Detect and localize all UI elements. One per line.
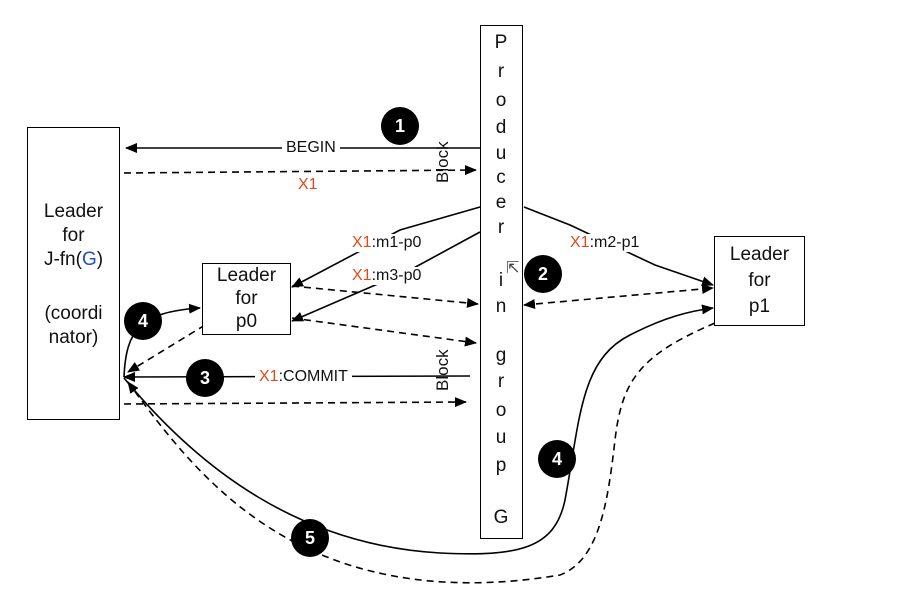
producer-letter: n (495, 296, 507, 317)
p0-to-coord-arrow (127, 324, 206, 373)
producer-letter: d (495, 117, 507, 138)
step5-arrow (127, 322, 716, 584)
leader-p1-line3: p1 (748, 296, 771, 317)
p0-to-producer-arrow-2 (291, 317, 477, 347)
step-1-badge: 1 (381, 107, 419, 145)
leader-p0-box: Leader for p0 (202, 263, 291, 335)
step-3-badge: 3 (186, 359, 224, 397)
block-label-bottom: Block (433, 349, 452, 391)
coord-to-producer-arrow (123, 397, 467, 408)
m1-arrow (291, 206, 481, 288)
producer-letter: u (495, 143, 507, 164)
producer-letter: i (498, 270, 504, 291)
coordinator-line5: nator) (48, 327, 99, 348)
begin-label: BEGIN (282, 139, 340, 157)
m3-label: X1:m3-p0 (350, 267, 424, 285)
leader-p1-line1: Leader (729, 244, 790, 265)
x1-arrow (123, 165, 477, 176)
producer-letter: u (495, 427, 507, 448)
producer-letter: p (495, 455, 507, 476)
block-label-top: Block (433, 141, 452, 183)
m2-label: X1:m2-p1 (568, 234, 642, 252)
x1-label: X1 (298, 176, 318, 193)
coordinator-line2: for (62, 225, 85, 246)
producer-letter: o (495, 400, 507, 421)
step-4-badge-right: 4 (538, 440, 576, 478)
producer-letter: r (497, 61, 505, 82)
producer-group-g: G (493, 507, 509, 528)
cursor-icon: ⇱ (506, 260, 520, 277)
coordinator-line1: Leader (43, 201, 104, 222)
leader-p0-line1: Leader (216, 265, 277, 286)
producer-letter: c (496, 167, 506, 188)
m1-label: X1:m1-p0 (350, 234, 424, 252)
producer-group-box (480, 25, 523, 539)
leader-p1-box: Leader for p1 (714, 236, 805, 326)
step-2-badge: 2 (524, 255, 562, 293)
producer-letter: e (495, 192, 507, 213)
producer-letter: g (495, 345, 507, 366)
step-4-badge-left: 4 (124, 302, 162, 340)
step4-p1-arrow (123, 304, 714, 555)
producer-letter: r (497, 217, 505, 238)
producer-p1-arrow (523, 284, 714, 309)
producer-letter: r (497, 371, 505, 392)
coordinator-line4: (coordi (44, 303, 103, 324)
coordinator-box: Leader for J-fn(G) (coordi nator) (27, 127, 120, 420)
leader-p0-line3: p0 (235, 311, 258, 332)
coordinator-line3: J-fn(G) (43, 249, 104, 270)
producer-letter: P (494, 32, 508, 53)
commit-label: X1:COMMIT (255, 368, 352, 386)
leader-p0-line2: for (235, 288, 258, 309)
step-5-badge: 5 (291, 519, 329, 557)
p0-to-producer-arrow-1 (291, 285, 479, 308)
leader-p1-line2: for (748, 270, 771, 291)
producer-letter: o (495, 90, 507, 111)
